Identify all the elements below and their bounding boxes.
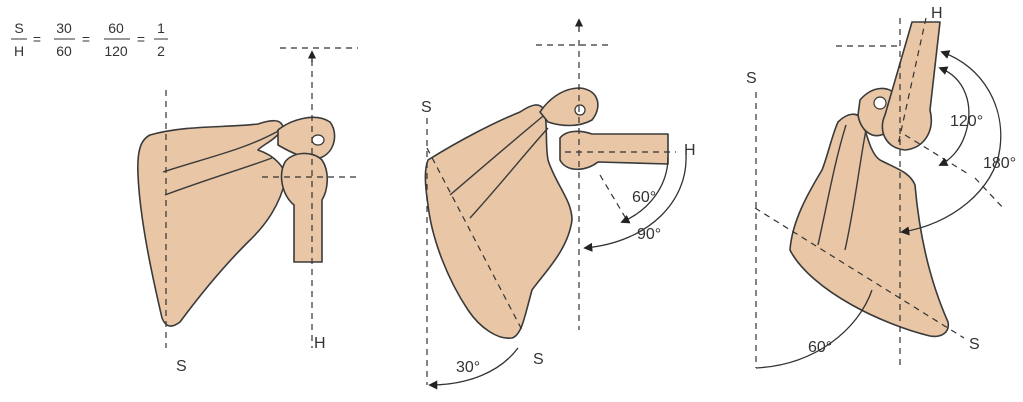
formula-a-den: 60 [56, 43, 72, 59]
formula-c-num: 1 [157, 20, 165, 36]
label-s-top-90: S [421, 99, 432, 116]
panel-rest: S H [137, 47, 358, 375]
formula-s-num: S [14, 20, 23, 36]
humerus-shape [280, 152, 329, 263]
label-h-rest: H [314, 335, 326, 352]
scapula-shape [137, 119, 287, 327]
label-angle-90: 90° [637, 226, 661, 243]
label-s-rest: S [176, 358, 187, 375]
label-angle-60: 60° [632, 189, 656, 206]
label-angle-120: 120° [950, 113, 983, 130]
label-s-top-180: S [746, 70, 757, 87]
label-s-90: S [533, 351, 544, 368]
scapula-shape [789, 113, 950, 338]
formula-b-num: 60 [108, 20, 124, 36]
formula-eq-3: = [137, 31, 145, 47]
formula-a-num: 30 [56, 20, 72, 36]
humerus-shape [559, 130, 669, 171]
formula-c-den: 2 [157, 43, 165, 59]
scapula-shape [424, 104, 573, 339]
formula-s-den: H [14, 43, 24, 59]
panel-abduction-180: H S S 120° 180° 60° [746, 5, 1016, 369]
label-h-180: H [931, 5, 943, 22]
formula-eq-1: = [33, 31, 41, 47]
panel-abduction-90: S H S 60° 90° 30° [421, 18, 696, 390]
formula-eq-2: = [82, 31, 90, 47]
label-h-90: H [684, 142, 696, 159]
acromion-shape [277, 116, 336, 160]
acromion-shape [539, 87, 599, 127]
label-angle-60-scapula: 60° [808, 339, 832, 356]
formula-b-den: 120 [104, 43, 128, 59]
label-angle-30: 30° [456, 359, 480, 376]
ratio-formula: S H = 30 60 = 60 120 = 1 2 [11, 20, 168, 59]
label-angle-180: 180° [983, 155, 1016, 172]
label-s-180: S [969, 336, 980, 353]
